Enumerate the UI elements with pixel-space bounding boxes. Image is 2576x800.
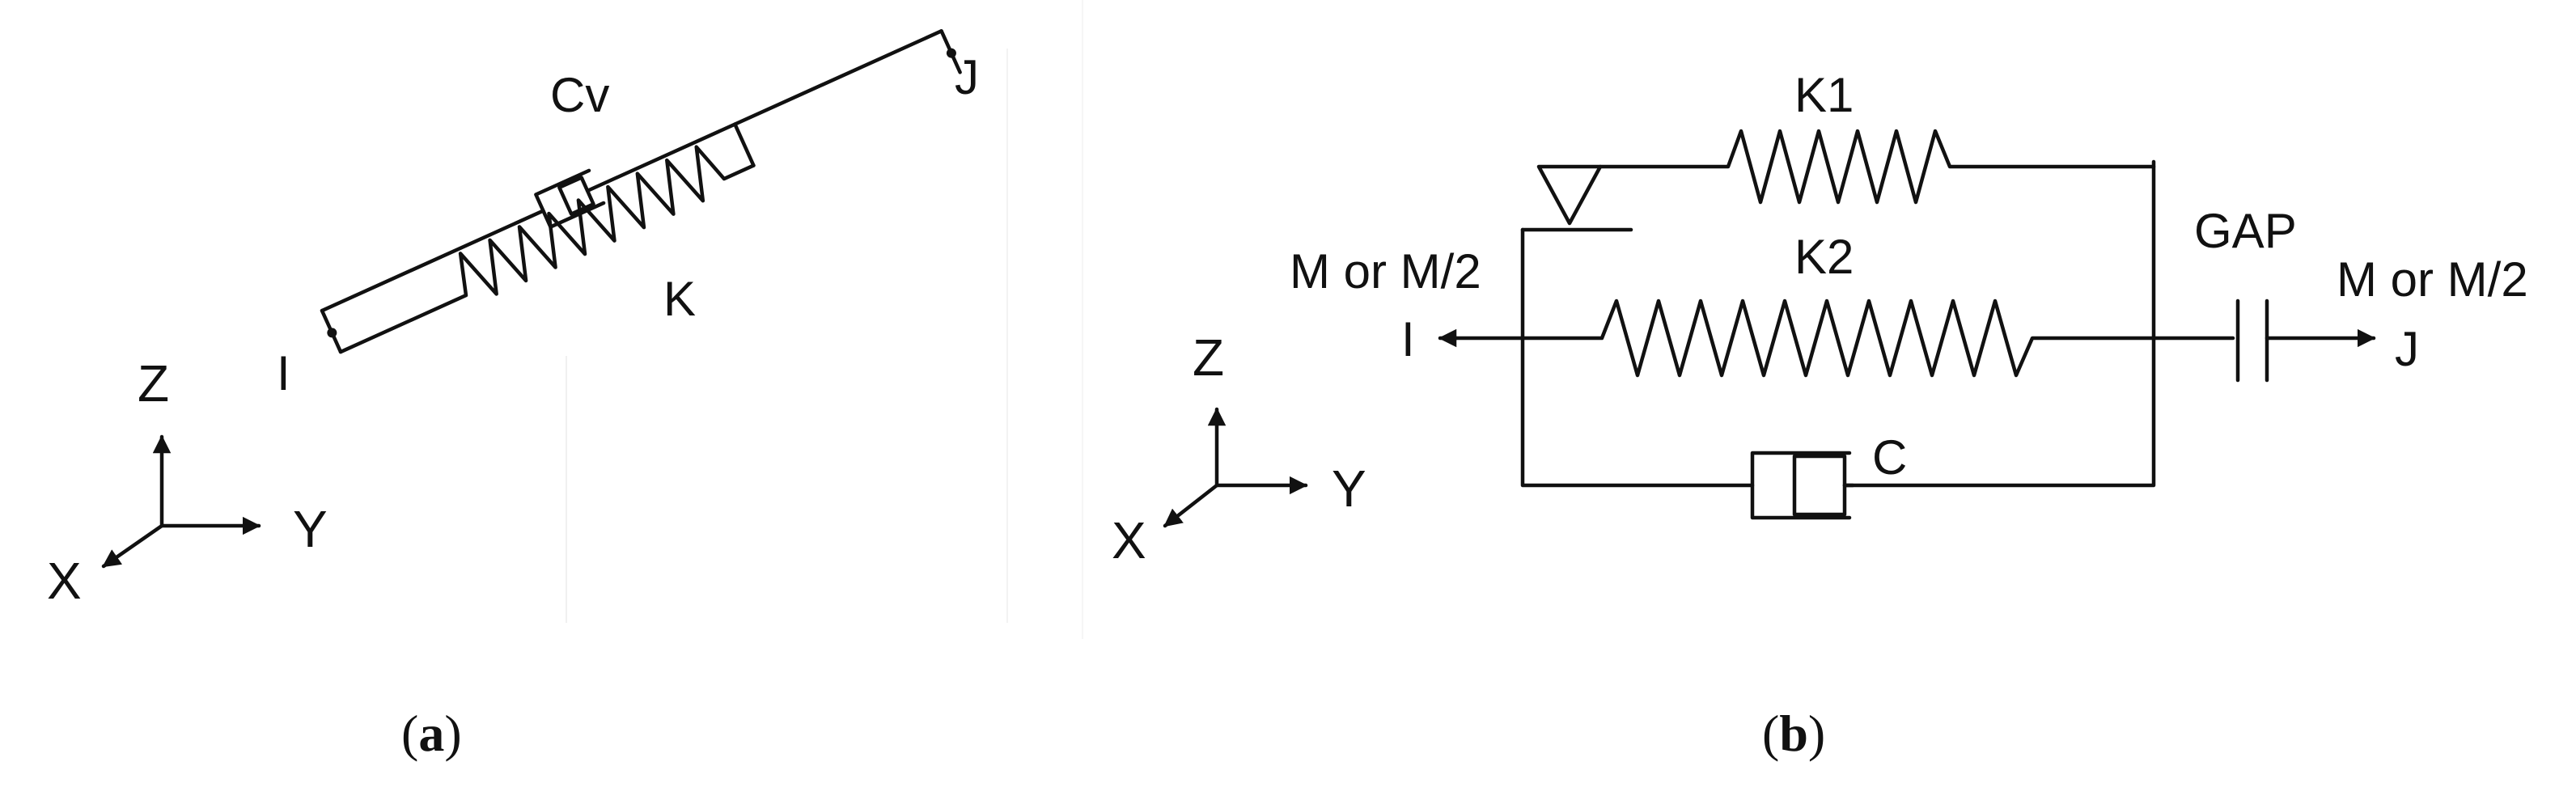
caption-a: (a): [401, 705, 462, 762]
label-k2: K2: [1794, 230, 1854, 284]
node-i-dot: [327, 328, 337, 338]
axis-z-label: Z: [1193, 328, 1224, 387]
axes-triad-b: Z Y X: [1112, 328, 1366, 569]
label-k1: K1: [1794, 68, 1854, 122]
spring-k: [338, 145, 756, 354]
axis-x-label: X: [47, 552, 82, 610]
axis-x-arrow: [101, 523, 164, 569]
right-frame: [1842, 159, 2156, 488]
damper-rod-right: [585, 29, 943, 193]
friction-slider: [1520, 164, 1633, 232]
gap-element: [2235, 298, 2269, 383]
label-cv: Cv: [550, 68, 609, 122]
label-node-j: J: [955, 50, 979, 104]
axis-y-label: Y: [293, 500, 328, 558]
link-element: [320, 29, 962, 354]
spring-k2: [1454, 298, 2235, 378]
caption-b: (b): [1762, 705, 1825, 762]
axis-z-label: Z: [138, 354, 169, 413]
damper-c: [1750, 451, 1855, 520]
panel-b: K1 K2 C GAP M or M/2 M or M/2 I J Z Y X …: [1112, 68, 2528, 762]
label-mass-left: M or M/2: [1290, 244, 1481, 298]
label-node-i: I: [1401, 312, 1415, 366]
label-mass-right: M or M/2: [2337, 252, 2528, 307]
left-frame: [1520, 227, 1755, 488]
axis-x-arrow: [1163, 483, 1219, 528]
axis-x-label: X: [1112, 511, 1146, 569]
label-gap: GAP: [2194, 204, 2297, 258]
node-j-dot: [946, 48, 956, 58]
spring-k-right-lead: [733, 122, 756, 167]
label-k: K: [663, 272, 696, 326]
panel-a: Cv K I J Z Y X (a): [47, 0, 1083, 762]
axes-triad-a: Z Y X: [47, 354, 328, 610]
damper-rod-left: [320, 209, 545, 313]
label-c: C: [1872, 430, 1907, 485]
spring-k1: [1598, 129, 2156, 205]
label-node-j: J: [2395, 322, 2419, 376]
label-node-i: I: [277, 346, 290, 400]
axis-y-label: Y: [1332, 459, 1366, 518]
